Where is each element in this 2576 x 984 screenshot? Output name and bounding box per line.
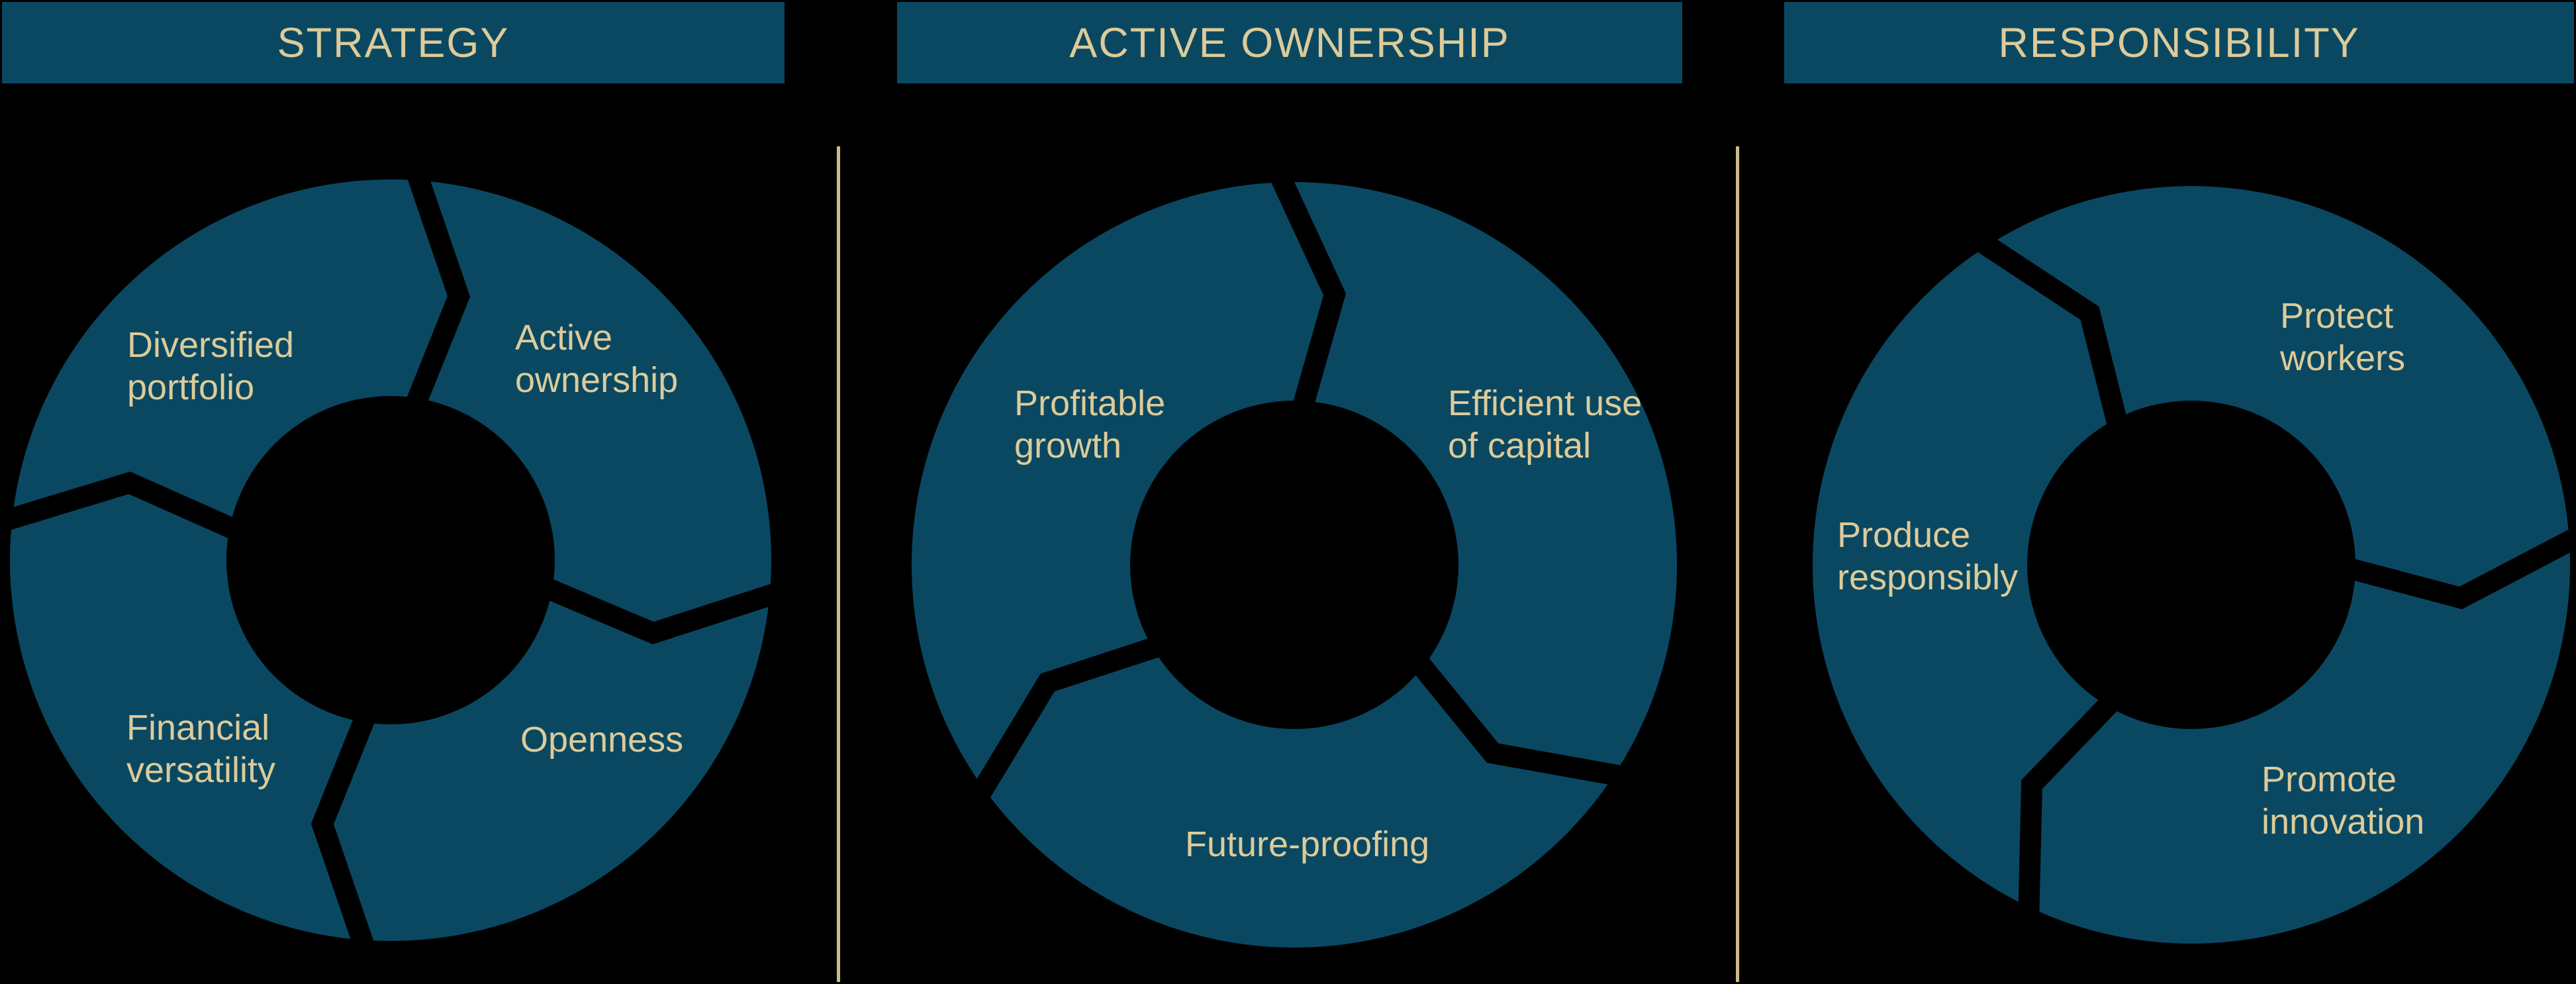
- segment-chevron-cut: [2017, 669, 2144, 951]
- segment-chevron-cut: [952, 625, 1196, 831]
- cycle-diagram-responsibility: [1766, 140, 2576, 984]
- active-ownership-cycle-segment-label-1: Efficient use of capital: [1448, 383, 1643, 466]
- section-divider-right: [1736, 146, 1739, 982]
- section-divider-left: [837, 146, 840, 982]
- strategy-cycle-segment-label-3: Financial versatility: [126, 708, 276, 790]
- donut-ring: [10, 179, 771, 941]
- segment-chevron-cut: [1388, 628, 1658, 793]
- cycle-diagram-strategy: [0, 133, 818, 984]
- active-ownership-cycle-segment-label-2: Future-proofing: [1185, 824, 1430, 864]
- header-strategy-label: STRATEGY: [277, 19, 510, 66]
- responsibility-cycle-segment-label-2: Promote innovation: [2262, 760, 2425, 842]
- segment-chevron-cut: [1255, 138, 1347, 444]
- segment-chevron-cut: [1945, 213, 2137, 462]
- segment-chevron-cut: [2313, 525, 2576, 610]
- active-ownership-cycle-segment-label-0: Profitable growth: [1014, 383, 1166, 466]
- segment-chevron-cut: [510, 564, 814, 645]
- strategy-cycle-segment-label-2: Openness: [520, 720, 684, 760]
- header-strategy: STRATEGY: [2, 2, 785, 83]
- header-active-ownership: ACTIVE OWNERSHIP: [897, 2, 1682, 83]
- donut-ring: [1813, 186, 2570, 944]
- header-active-ownership-label: ACTIVE OWNERSHIP: [1069, 19, 1510, 66]
- responsibility-cycle-svg: [1813, 186, 2576, 951]
- responsibility-cycle-segment-label-1: Produce responsibly: [1837, 515, 2019, 597]
- strategy-cycle-segment-label-1: Active ownership: [515, 318, 679, 400]
- segment-chevron-cut: [0, 471, 272, 554]
- header-responsibility: RESPONSIBILITY: [1784, 2, 2574, 83]
- header-responsibility-label: RESPONSIBILITY: [1998, 19, 2360, 66]
- strategy-cycle-svg: [0, 136, 814, 984]
- strategy-cycle-segment-label-0: Diversified portfolio: [127, 325, 295, 407]
- active-ownership-cycle-svg: [912, 138, 1677, 948]
- segment-chevron-cut: [310, 680, 389, 984]
- segment-chevron-cut: [393, 136, 471, 440]
- responsibility-cycle-segment-label-0: Protect workers: [2280, 296, 2406, 378]
- cycle-diagram-active-ownership: [865, 136, 1723, 984]
